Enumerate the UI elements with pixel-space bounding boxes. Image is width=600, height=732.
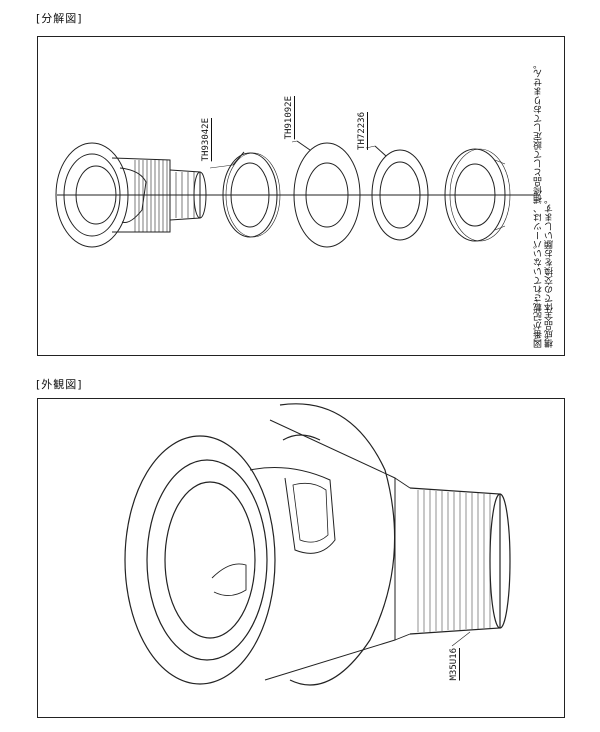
threaded-shank xyxy=(394,477,511,641)
flange-th91092e xyxy=(293,140,361,248)
ring-th93042e xyxy=(222,151,281,238)
exterior-view-frame xyxy=(37,398,565,718)
front-ring xyxy=(124,435,276,685)
exploded-view-frame xyxy=(37,36,565,356)
exterior-view-heading: [外観図] xyxy=(36,378,83,391)
main-fitting-body xyxy=(55,142,207,248)
exploded-view-heading: [分解図] xyxy=(36,12,83,25)
ring-th72236 xyxy=(371,145,429,241)
nut xyxy=(444,148,511,242)
part-label-thread: M35U16 xyxy=(449,648,459,681)
back-flange xyxy=(279,403,396,686)
